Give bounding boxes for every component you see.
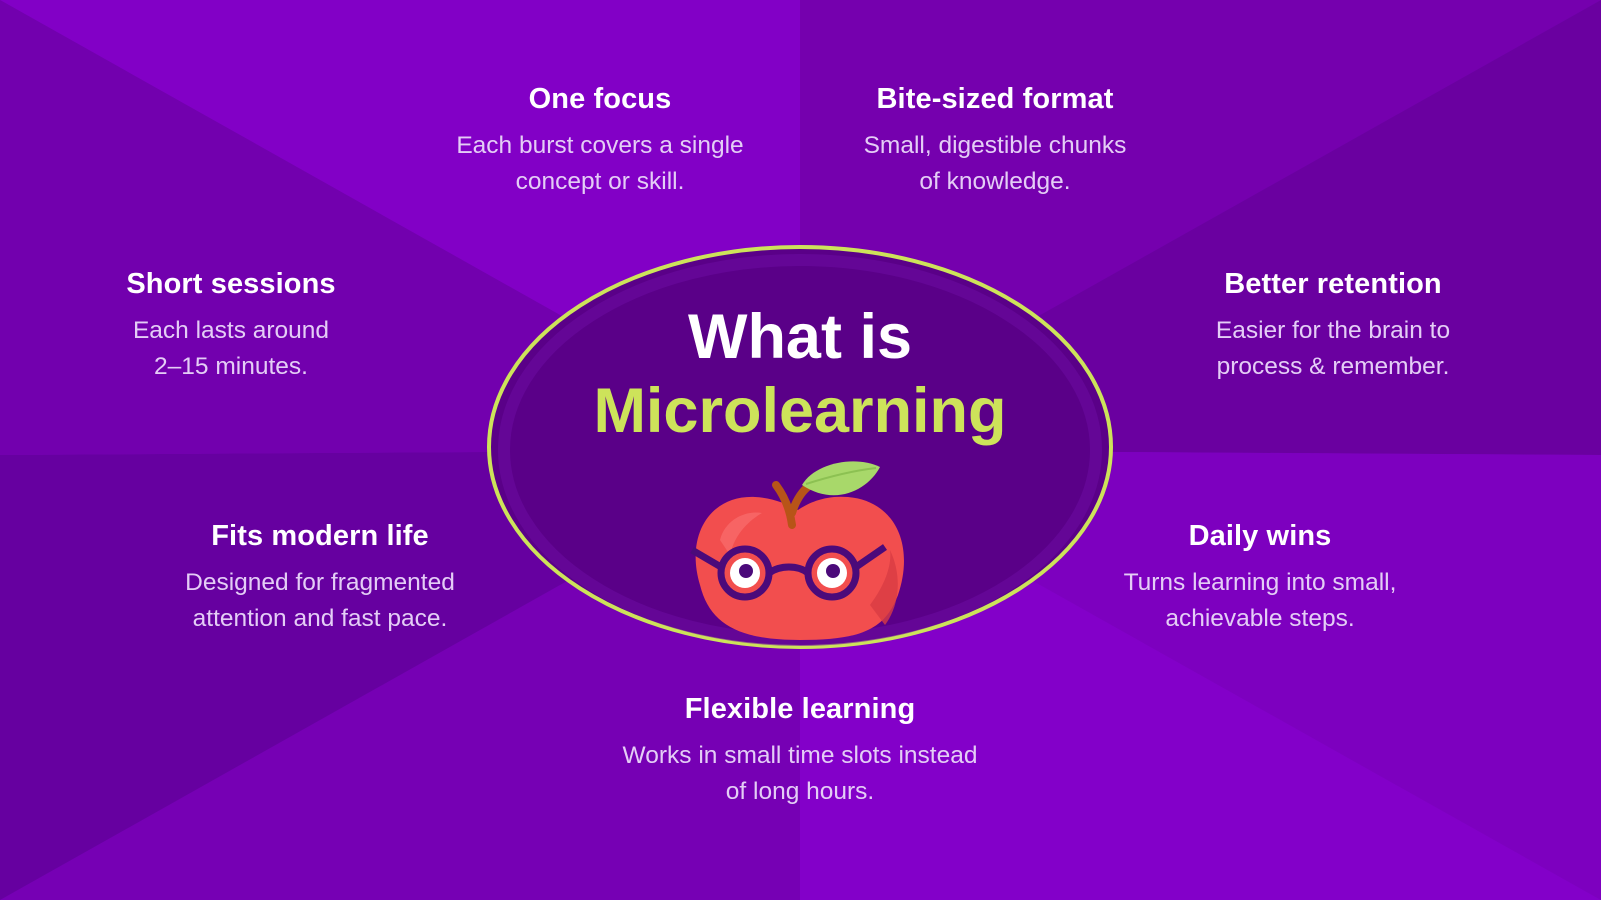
feature-bite-sized-format: Bite-sized format Small, digestible chun… — [815, 83, 1175, 200]
feature-title: Better retention — [1224, 268, 1442, 300]
center-ellipse-inner-shade — [498, 254, 1102, 646]
feature-description: Turns learning into small,achievable ste… — [1123, 569, 1397, 632]
apple-shade — [870, 550, 898, 625]
center-title: What is Microlearning — [580, 300, 1020, 448]
feature-daily-wins: Daily wins Turns learning into small,ach… — [1080, 520, 1440, 637]
feature-better-retention: Better retention Easier for the brain to… — [1168, 268, 1498, 385]
feature-flexible-learning: Flexible learning Works in small time sl… — [580, 693, 1020, 810]
apple-leaf — [802, 461, 880, 496]
apple-highlight — [720, 512, 762, 555]
center-ellipse — [487, 245, 1113, 649]
title-what-is: What is — [687, 302, 912, 372]
glasses — [690, 544, 887, 601]
feature-fits-modern-life: Fits modern life Designed for fragmented… — [140, 520, 500, 637]
feature-title: Short sessions — [126, 268, 336, 300]
feature-title: One focus — [528, 83, 672, 115]
feature-title: Daily wins — [1188, 520, 1332, 552]
apple-with-glasses-icon — [690, 461, 904, 640]
title-microlearning: Microlearning — [593, 376, 1007, 446]
feature-title: Bite-sized format — [876, 83, 1114, 115]
feature-title: Flexible learning — [684, 693, 916, 725]
feature-title: Fits modern life — [211, 520, 429, 552]
